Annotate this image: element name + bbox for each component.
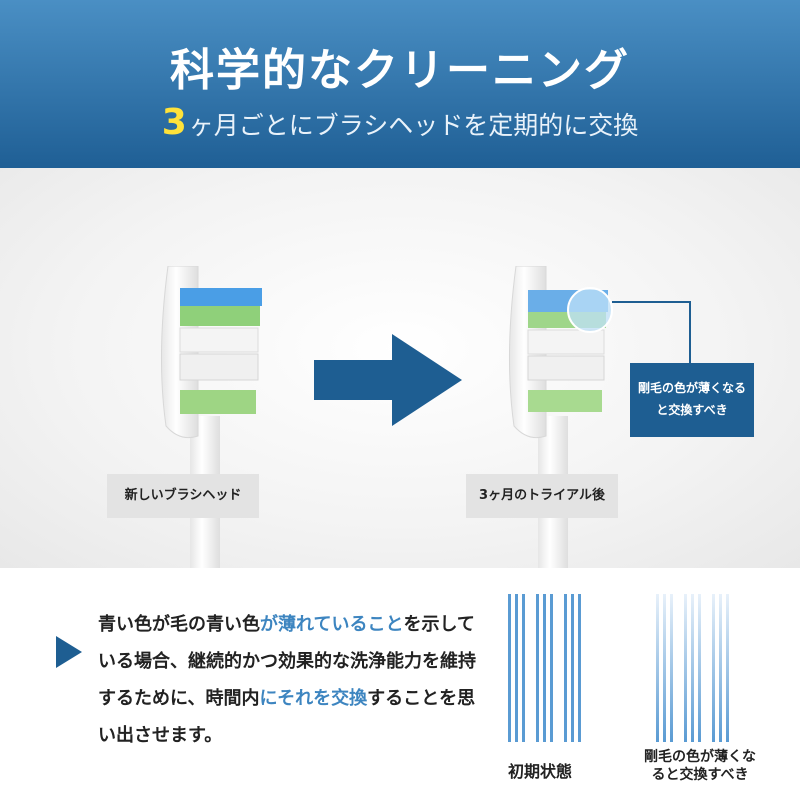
green-bristles bbox=[180, 306, 260, 326]
highlight-text-1: が薄れていること bbox=[260, 614, 404, 635]
callout-line-2: と交換すべき bbox=[656, 403, 728, 417]
white-bristles bbox=[527, 329, 605, 355]
after-trial-label: 3ヶ月のトライアル後 bbox=[466, 474, 618, 518]
faded-state-caption: 剛毛の色が薄くな ると交換すべき bbox=[644, 749, 756, 783]
faded-bristles-illustration bbox=[656, 594, 729, 742]
replace-callout: 剛毛の色が薄くなる と交換すべき bbox=[630, 363, 754, 437]
new-brush-head-image bbox=[160, 266, 262, 568]
used-brush-head-image bbox=[508, 266, 613, 568]
subtitle-text: ヶ月ごとにブラシヘッドを定期的に交換 bbox=[188, 111, 639, 140]
initial-bristles-illustration bbox=[508, 594, 581, 742]
play-triangle-icon bbox=[56, 636, 82, 668]
explanation-section bbox=[0, 568, 800, 800]
header-banner: 科学的なクリーニング 3ヶ月ごとにブラシヘッドを定期的に交換 bbox=[0, 0, 800, 168]
magnifier-highlight bbox=[567, 287, 613, 333]
initial-state-caption: 初期状態 bbox=[507, 762, 572, 781]
subtitle-number: 3 bbox=[161, 102, 187, 143]
green-bristles-lower bbox=[180, 390, 256, 414]
new-brush-label: 新しいブラシヘッド bbox=[107, 474, 259, 518]
page-title: 科学的なクリーニング bbox=[170, 45, 630, 96]
blue-bristles bbox=[180, 288, 262, 306]
white-bristles-lower bbox=[179, 353, 259, 381]
green-bristles-lower bbox=[528, 390, 602, 412]
callout-connector-line bbox=[612, 301, 691, 364]
callout-line-1: 剛毛の色が薄くなる bbox=[637, 381, 746, 395]
page-subtitle: 3ヶ月ごとにブラシヘッドを定期的に交換 bbox=[0, 102, 800, 143]
white-bristles-lower bbox=[527, 355, 605, 381]
description-text: 青い色が毛の青い色が薄れていることを示している場合、継続的かつ効果的な洗浄能力を… bbox=[98, 614, 476, 746]
highlight-text-2: にそれを交換 bbox=[259, 688, 368, 709]
white-bristles bbox=[179, 327, 259, 353]
right-arrow-icon bbox=[314, 334, 462, 426]
